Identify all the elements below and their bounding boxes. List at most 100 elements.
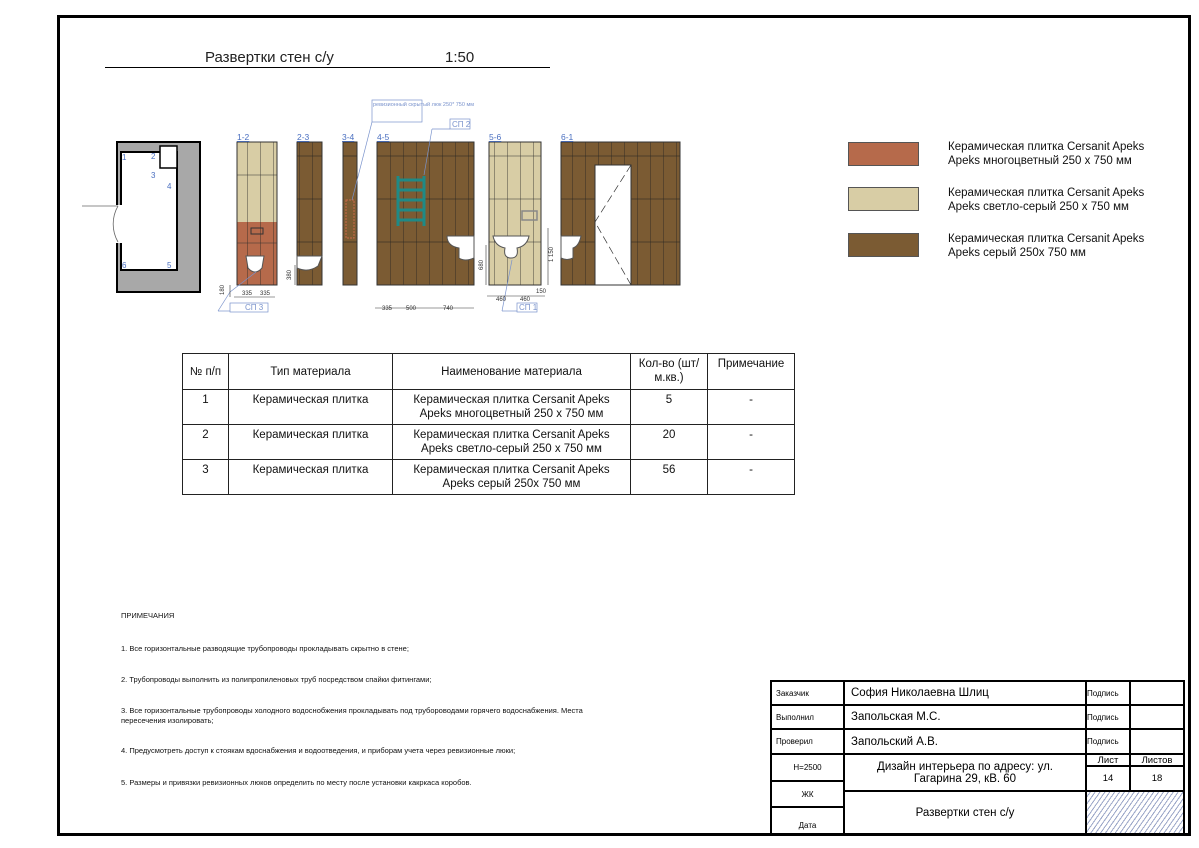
dim-460: 460 [496,297,507,303]
table-row: 1 Керамическая плитка Керамическая плитк… [182,389,795,425]
cell-type: Керамическая плитка [228,459,393,495]
signature-cell [1129,704,1185,730]
cell-number: 2 [182,424,229,460]
dim-680: 680 [479,259,485,270]
col-header: Кол-во (шт/м.кв.) [630,353,708,390]
cell-number: 3 [182,459,229,495]
door-opening [594,164,632,286]
signature-label: Подпись [1087,737,1119,746]
sink-icon [560,235,582,260]
height-value: Н=2500 [793,763,822,772]
floor-plan: 1 2 3 4 5 6 [82,141,201,293]
legend-text: Керамическая плитка Cersanit Apeks [948,233,1145,245]
col-header: Тип материала [228,353,393,390]
wall-elevations-drawing: 1 2 3 4 5 6 [82,99,681,313]
dim-180: 180 [220,284,226,295]
dim-1150: 1 150 [549,246,555,262]
sheet-heading: Развертки стен с/у [205,49,334,66]
cell-note: - [707,459,795,495]
cell-qty: 5 [630,389,708,425]
elevation-1-2 [236,141,278,286]
cell-note: - [707,389,795,425]
scale-label: 1:50 [445,49,475,66]
legend-swatch-multicolor [848,142,919,166]
col-header: № п/п [182,353,229,390]
elevation-label: 1-2 [237,132,250,142]
dim-740: 740 [443,306,454,312]
legend-swatch-lightgray [848,187,919,211]
elevation-label: 2-3 [297,132,310,142]
name-line: Керамическая плитка Cersanit Apeks [413,464,610,476]
sheet-number: 14 [1102,773,1114,784]
customer-name: София Николаевна Шлиц [851,687,989,699]
elevation-label: 6-1 [561,132,574,142]
dim-335: 335 [260,291,271,297]
note-item: 4. Предусмотреть доступ к стоякам вдосна… [121,746,516,755]
legend-text: Apeks светло-серый 250 х 750 мм [948,201,1129,213]
callout-sp3: СП 3 [245,303,264,312]
elevation-6-1 [560,141,681,286]
legend-text: Apeks серый 250х 750 мм [948,247,1086,259]
cell-type: Керамическая плитка [228,389,393,425]
plan-point-1: 1 [122,153,127,162]
signature-label: Подпись [1087,712,1119,722]
sink-icon [446,235,475,261]
name-line: Керамическая плитка Cersanit Apeks [413,429,610,441]
name-line: Apeks светло-серый 250 х 750 мм [421,443,602,455]
dim-500: 500 [406,306,417,312]
note-item: 5. Размеры и привязки ревизионных люков … [121,778,472,787]
dim-150: 150 [536,289,547,295]
hatch-logo-cell [1085,790,1185,835]
notes-title: ПРИМЕЧАНИЯ [121,611,175,620]
callout-sp2: СП 2 [452,120,471,129]
note-item: 1. Все горизонтальные разводящие трубопр… [121,644,409,653]
name-line: Керамическая плитка Cersanit Apeks [413,394,610,406]
plan-point-3: 3 [151,171,156,180]
zhk-label: ЖК [801,789,814,799]
table-row: 3 Керамическая плитка Керамическая плитк… [182,459,795,495]
elevation-5-6 [488,141,542,286]
sheets-label: Листов [1141,754,1173,766]
sheet-frame [57,15,1191,836]
col-header: Примечание [707,353,795,390]
elevation-label: 3-4 [342,132,355,142]
legend-text: Керамическая плитка Cersanit Apeks [948,141,1145,153]
signature-label: Подпись [1087,688,1119,698]
plan-point-6: 6 [122,261,127,270]
sink-icon [492,235,530,259]
dim-335: 335 [242,291,253,297]
sheet-title: Развертки стен с/у [915,806,1015,819]
sheets-total: 18 [1151,773,1163,784]
legend-swatch-gray [848,233,919,257]
cell-qty: 56 [630,459,708,495]
cell-note: - [707,424,795,460]
sheet-label: Лист [1097,754,1119,766]
svg-text:ревизионный скрытый люк 250* 7: ревизионный скрытый люк 250* 750 мм [373,101,474,108]
table-header-row: № п/п Тип материала Наименование материа… [182,353,795,390]
cell-qty: 20 [630,424,708,460]
elevation-2-3 [296,141,323,286]
materials-table: № п/п Тип материала Наименование материа… [182,353,795,495]
plan-point-5: 5 [167,261,172,270]
date-label: Дата [798,821,817,830]
name-line: Apeks серый 250х 750 мм [442,478,581,490]
signature-cell [1129,728,1185,755]
note-item: 3. Все горизонтальные трубопроводы холод… [121,706,583,725]
elevation-4-5 [376,141,475,286]
dim-460: 460 [520,297,531,303]
elevation-label: 4-5 [377,132,390,142]
done-label: Выполнил [776,712,814,722]
note-item: 2. Трубопроводы выполнить из полипропиле… [121,675,432,684]
heading-underline [105,67,550,68]
dim-335: 335 [382,306,393,312]
checked-label: Проверил [776,737,813,746]
legend-text: Apeks многоцветный 250 х 750 мм [948,155,1132,167]
name-line: Apeks многоцветный 250 х 750 мм [419,408,604,420]
